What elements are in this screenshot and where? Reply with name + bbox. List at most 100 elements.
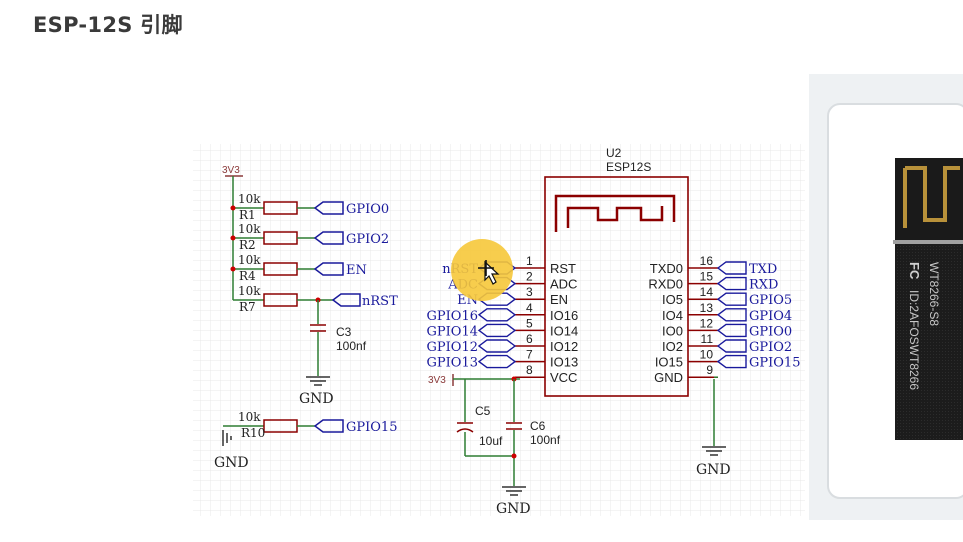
page-title: ESP-12S 引脚 xyxy=(33,13,183,37)
r7-ref: R7 xyxy=(239,300,256,314)
move-cursor-icon xyxy=(478,260,500,285)
r2-net: GPIO2 xyxy=(346,232,389,247)
pin-name: IO2 xyxy=(662,339,683,354)
antenna-trace xyxy=(554,194,676,232)
pin-name: VCC xyxy=(550,370,577,385)
chip-name: ESP12S xyxy=(606,160,651,174)
pin-number: 10 xyxy=(700,348,714,362)
net-label: GPIO16 xyxy=(427,309,478,324)
c3-value: 100nf xyxy=(336,339,367,353)
pin-name: RST xyxy=(550,261,576,276)
vcc-power-label: 3V3 xyxy=(428,375,446,386)
r10-value: 10k xyxy=(238,410,261,424)
pin-number: 16 xyxy=(700,254,714,268)
pin-name: EN xyxy=(550,292,568,307)
c5-value: 10uf xyxy=(479,434,503,448)
net-label: GPIO0 xyxy=(749,324,792,339)
resistor-r4: 10k R4 EN xyxy=(230,253,367,283)
c6-value: 100nf xyxy=(530,433,561,447)
esp12s-chip: U2 ESP12S 1RSTnRST2ADCADC3ENEN4IO16GPIO1… xyxy=(427,146,801,478)
ground-symbol xyxy=(306,376,330,386)
r1-value: 10k xyxy=(238,192,261,206)
pin-name: TXD0 xyxy=(650,261,683,276)
net-label: GPIO14 xyxy=(427,324,478,339)
resistor-r10: 10k R10 GPIO15 GND xyxy=(214,410,397,471)
pin-number: 14 xyxy=(700,285,714,299)
capacitor-c5: C5 10uf xyxy=(456,404,503,448)
c3-ref: C3 xyxy=(336,325,352,339)
pin-name: IO12 xyxy=(550,339,578,354)
r2-ref: R2 xyxy=(239,238,256,252)
pin-name: IO4 xyxy=(662,308,683,323)
pin-name: IO13 xyxy=(550,355,578,370)
net-label: GPIO4 xyxy=(749,309,792,324)
pin-name: IO15 xyxy=(655,355,683,370)
net-label: GPIO13 xyxy=(427,356,478,371)
pin-name: IO0 xyxy=(662,323,683,338)
pin-number: 13 xyxy=(700,301,714,315)
net-label: GPIO2 xyxy=(749,340,792,355)
r2-value: 10k xyxy=(238,222,261,236)
module-brand-mark: FC xyxy=(907,262,922,280)
module-photo: FC ID:2AFOSWT8266 WT8266-S8 xyxy=(809,74,963,520)
pin-number: 11 xyxy=(701,332,714,346)
pin-name: IO5 xyxy=(662,292,683,307)
chip-ref: U2 xyxy=(606,146,622,160)
net-label: GPIO12 xyxy=(427,340,478,355)
resistor-r2: 10k R2 GPIO2 xyxy=(230,222,389,252)
resistor-r7: 10k R7 nRST xyxy=(233,284,398,314)
gnd-label: GND xyxy=(696,462,731,478)
capacitor-c6: C6 100nf xyxy=(506,419,561,447)
ground-symbol xyxy=(502,486,526,496)
pin-name: IO16 xyxy=(550,308,578,323)
r4-net: EN xyxy=(346,263,367,278)
chip-outline xyxy=(544,176,689,397)
r1-net: GPIO0 xyxy=(346,202,389,217)
pin-number: 9 xyxy=(706,363,713,377)
pin-name: IO14 xyxy=(550,323,578,338)
net-label: TXD xyxy=(749,262,777,277)
left-pins: 1RSTnRST2ADCADC3ENEN4IO16GPIO165IO14GPIO… xyxy=(427,254,579,385)
pin-number: 12 xyxy=(700,316,714,330)
pin-name: RXD0 xyxy=(648,277,683,292)
ground-symbol xyxy=(222,430,232,446)
r4-ref: R4 xyxy=(239,269,256,283)
pin-number: 3 xyxy=(526,285,533,299)
gnd-label: GND xyxy=(214,455,249,471)
net-label: RXD xyxy=(749,278,778,293)
net-label: GPIO5 xyxy=(749,293,792,308)
r10-ref: R10 xyxy=(241,426,265,440)
pin-number: 1 xyxy=(526,254,533,268)
cursor-highlight xyxy=(451,239,513,301)
capacitor-c3: C3 100nf GND xyxy=(299,300,367,407)
module-model-text: WT8266-S8 xyxy=(927,262,941,326)
c5-ref: C5 xyxy=(475,404,491,418)
pullup-network: 3V3 10k R1 GPIO0 10k R2 GPIO2 xyxy=(214,165,398,471)
gnd-label: GND xyxy=(496,501,531,517)
resistor-r1: 10k R1 GPIO0 xyxy=(230,192,389,222)
pin-number: 6 xyxy=(526,332,533,346)
pin-number: 2 xyxy=(526,270,533,284)
pin-number: 7 xyxy=(526,348,533,362)
r4-value: 10k xyxy=(238,253,261,267)
pin-number: 8 xyxy=(526,363,533,377)
pin-name: ADC xyxy=(550,277,577,292)
r10-net: GPIO15 xyxy=(346,420,397,435)
r7-net: nRST xyxy=(362,294,398,309)
module-id-text: ID:2AFOSWT8266 xyxy=(907,290,921,390)
